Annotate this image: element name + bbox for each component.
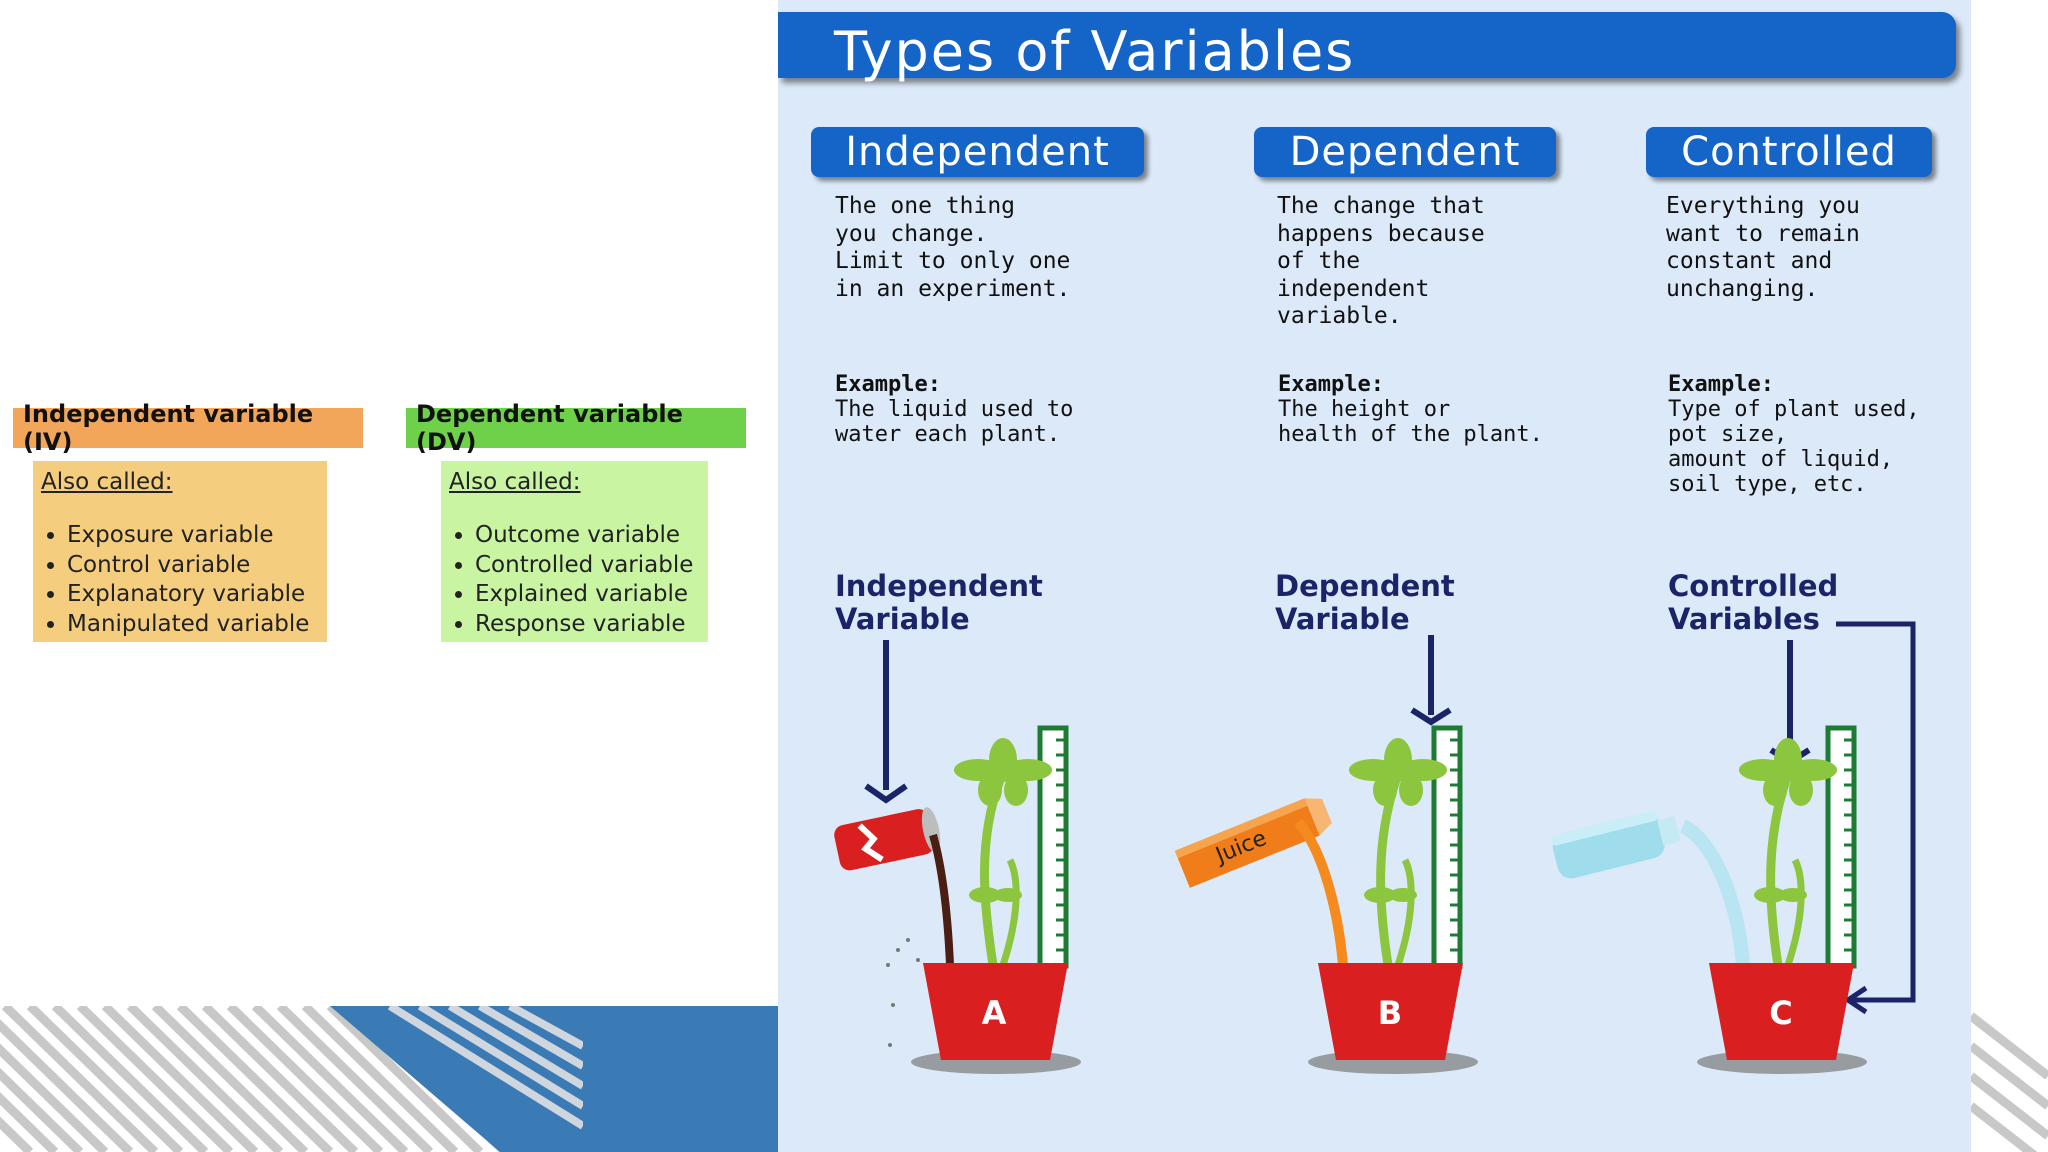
iv-also-called-box: Also called: Exposure variable Control v…: [33, 461, 327, 642]
pill-dependent: Dependent: [1254, 127, 1556, 177]
list-item: Outcome variable: [475, 521, 700, 551]
list-item: Response variable: [475, 610, 700, 640]
independent-example-text: The liquid used to water each plant.: [835, 397, 1074, 447]
dv-synonym-list: Outcome variable Controlled variable Exp…: [449, 521, 700, 639]
pot-a: A: [911, 963, 1081, 1074]
pill-controlled: Controlled: [1646, 127, 1932, 177]
pot-b: B: [1308, 963, 1478, 1074]
independent-description: The one thing you change. Limit to only …: [835, 193, 1071, 302]
dv-also-called-box: Also called: Outcome variable Controlled…: [441, 461, 708, 642]
plant-icon: [1739, 738, 1837, 967]
plant-icon: [1349, 738, 1447, 967]
independent-variable-label: Independent Variable: [835, 569, 1043, 636]
independent-example-heading: Example:: [835, 372, 941, 397]
dv-heading: Dependent variable (DV): [406, 400, 746, 456]
list-item: Controlled variable: [475, 551, 700, 581]
pill-independent: Independent: [811, 127, 1144, 177]
water-bottle-icon: [1550, 811, 1750, 966]
juice-box-icon: Juice: [1174, 798, 1348, 966]
list-item: Exposure variable: [67, 521, 319, 551]
pot-c: C: [1697, 963, 1867, 1074]
list-item: Explanatory variable: [67, 580, 319, 610]
soda-can-icon: [834, 807, 954, 1047]
pot-letter: C: [1769, 994, 1792, 1032]
controlled-description: Everything you want to remain constant a…: [1666, 193, 1860, 302]
plant-icon: [954, 738, 1052, 967]
types-of-variables-infographic: Types of Variables Independent Dependent…: [778, 0, 1971, 1152]
dependent-variable-label: Dependent Variable: [1275, 569, 1455, 636]
controlled-variables-label: Controlled Variables: [1668, 569, 1839, 636]
pot-letter: B: [1378, 994, 1402, 1032]
pot-letter: A: [982, 994, 1007, 1032]
list-item: Control variable: [67, 551, 319, 581]
controlled-example-heading: Example:: [1668, 372, 1774, 397]
list-item: Manipulated variable: [67, 610, 319, 640]
dependent-example-heading: Example:: [1278, 372, 1384, 397]
title-bar: Types of Variables: [778, 12, 1956, 83]
arrow-b: [1410, 635, 1452, 726]
arrow-a: [864, 640, 908, 804]
controlled-example-text: Type of plant used, pot size, amount of …: [1668, 397, 1920, 497]
iv-also-called-label: Also called:: [41, 469, 173, 495]
dv-also-called-label: Also called:: [449, 469, 581, 495]
iv-heading: Independent variable (IV): [13, 400, 363, 456]
iv-synonym-list: Exposure variable Control variable Expla…: [41, 521, 319, 639]
list-item: Explained variable: [475, 580, 700, 610]
infographic-title: Types of Variables: [834, 20, 1356, 83]
dependent-example-text: The height or health of the plant.: [1278, 397, 1543, 447]
dependent-description: The change that happens because of the i…: [1277, 193, 1485, 329]
decorative-stripes: [0, 1006, 778, 1152]
plant-experiment-illustration: A Juice: [834, 621, 1916, 1074]
decorative-stripes-right: [1971, 1006, 2048, 1152]
